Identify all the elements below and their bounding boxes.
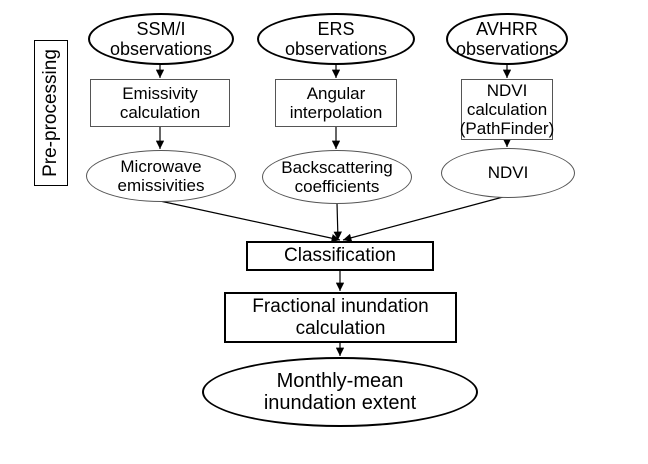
backscattering-coefficients-node: Backscattering coefficients <box>262 150 412 204</box>
classification-node: Classification <box>246 241 434 271</box>
emissivity-calculation-line-2: calculation <box>119 103 201 122</box>
monthly-mean-inundation-line-2: inundation extent <box>263 392 417 414</box>
ndvi-calculation-line-3: (PathFinder) <box>459 119 555 139</box>
pre-processing-text: Pre-processing <box>40 49 61 177</box>
ssmi-observations-line-1: SSM/I <box>136 18 186 39</box>
microwave-emissivities-line-2: emissivities <box>117 176 205 195</box>
classification-line-1: Classification <box>284 245 396 267</box>
emissivity-calculation-node: Emissivity calculation <box>90 79 230 127</box>
monthly-mean-inundation-line-1: Monthly-mean <box>276 369 404 392</box>
ers-observations-line-1: ERS <box>317 18 355 39</box>
avhrr-observations-line-2: observations <box>455 39 559 59</box>
ssmi-observations-line-2: observations <box>109 39 213 59</box>
ers-observations-node: ERS observations <box>257 13 415 65</box>
arrow-microwave-to-classification <box>159 200 341 243</box>
ndvi-calculation-line-2: calculation <box>466 99 548 119</box>
microwave-emissivities-node: Microwave emissivities <box>86 150 236 202</box>
ssmi-observations-node: SSM/I observations <box>88 13 234 65</box>
fractional-inundation-node: Fractional inundation calculation <box>224 292 457 343</box>
fractional-inundation-line-2: calculation <box>295 317 386 339</box>
backscattering-coefficients-line-2: coefficients <box>294 177 380 196</box>
ndvi-calculation-line-1: NDVI <box>486 80 528 100</box>
fractional-inundation-line-1: Fractional inundation <box>252 296 429 318</box>
angular-interpolation-node: Angular interpolation <box>275 79 397 127</box>
backscattering-coefficients-line-1: Backscattering <box>281 157 393 177</box>
monthly-mean-inundation-node: Monthly-mean inundation extent <box>202 357 478 427</box>
angular-interpolation-line-1: Angular <box>306 83 366 103</box>
ndvi-calculation-node: NDVI calculation (PathFinder) <box>459 79 555 140</box>
pre-processing-label: Pre-processing <box>34 40 68 186</box>
ndvi-line-1: NDVI <box>487 163 529 183</box>
ers-observations-line-2: observations <box>284 39 388 59</box>
emissivity-calculation-line-1: Emissivity <box>122 83 198 103</box>
avhrr-observations-node: AVHRR observations <box>446 13 568 65</box>
arrow-backscatter-to-classification <box>333 202 342 241</box>
angular-interpolation-line-2: interpolation <box>289 103 383 122</box>
microwave-emissivities-line-1: Microwave <box>120 156 202 176</box>
ndvi-node: NDVI <box>441 148 575 198</box>
avhrr-observations-line-1: AVHRR <box>476 18 538 39</box>
arrow-ndvi-to-classification <box>342 196 504 242</box>
